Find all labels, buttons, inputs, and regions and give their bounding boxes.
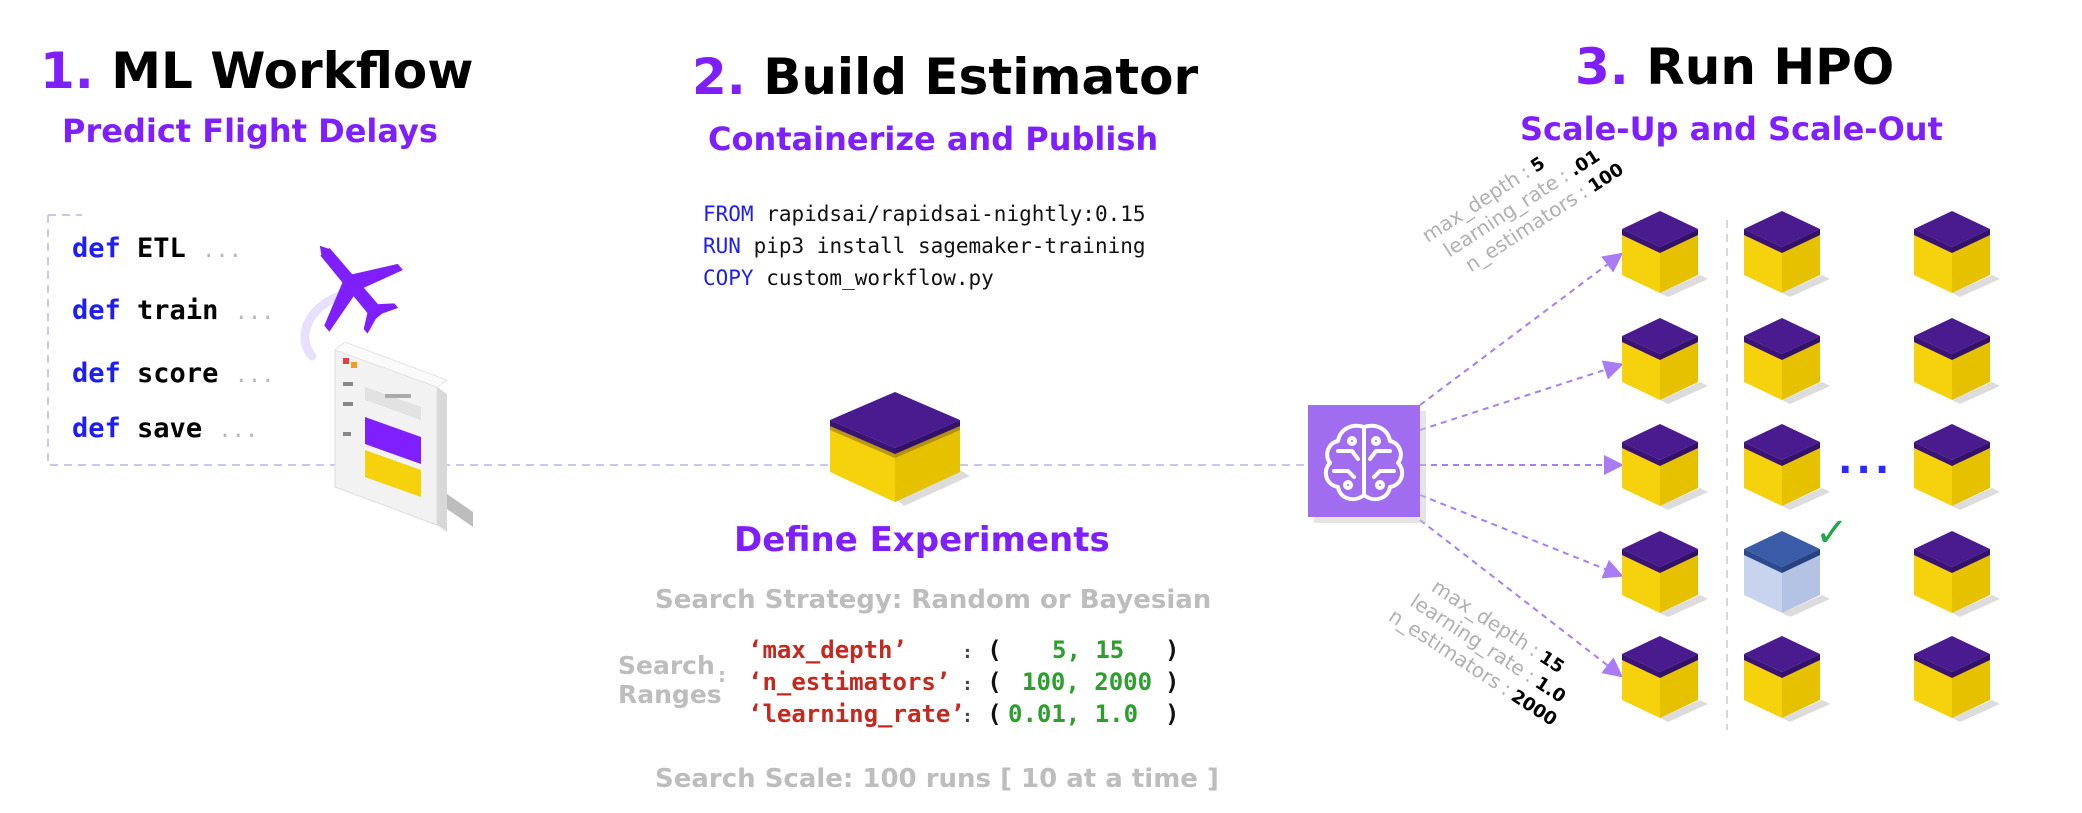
worker-cube-icon: [1914, 211, 2000, 297]
sagemaker-brain-icon: [1308, 405, 1426, 523]
worker-cube-icon: [1914, 636, 2000, 722]
step2-number: 2.: [692, 48, 746, 106]
worker-cube-icon: [1744, 211, 1830, 297]
server-rack-icon: [333, 342, 473, 532]
def-etl: def ETL ...: [72, 233, 242, 264]
range-close-paren: ): [1165, 668, 1180, 696]
range-n-estimators-value: 100, 2000: [1022, 668, 1153, 696]
range-close-paren: ): [1165, 700, 1180, 728]
search-ranges-label: Search Ranges: [618, 651, 722, 709]
airplane-icon: [300, 245, 403, 361]
range-row: ‘learning_rate’: [748, 700, 965, 728]
worker-cube-icon: [1622, 531, 1708, 617]
range-learning-rate-value: 0.01, 1.0: [1008, 700, 1139, 728]
range-max-depth-value: 5, 15: [1052, 636, 1125, 664]
range-row: ‘n_estimators’: [748, 668, 951, 696]
search-strategy: Search Strategy: Random or Bayesian: [655, 585, 1212, 615]
worker-cube-icon: [1914, 424, 2000, 510]
step1-number: 1.: [40, 42, 94, 100]
step2-subtitle: Containerize and Publish: [708, 120, 1159, 158]
range-value: : (: [962, 668, 1002, 696]
dockerfile-snippet: FROM rapidsai/rapidsai-nightly:0.15 RUN …: [703, 198, 1146, 294]
step3-title: Run HPO: [1646, 38, 1895, 96]
worker-cube-icon: [1744, 636, 1830, 722]
def-train: def train ...: [72, 295, 275, 326]
step2-title: Build Estimator: [763, 48, 1199, 106]
best-model-checkmark-icon: ✓: [1815, 510, 1849, 556]
search-scale: Search Scale: 100 runs [ 10 at a time ]: [655, 764, 1219, 794]
step3-heading: 3. Run HPO: [1575, 38, 1894, 96]
experiments-title: Define Experiments: [734, 520, 1110, 560]
worker-cube-icon: [1744, 424, 1830, 510]
step2-heading: 2. Build Estimator: [692, 48, 1198, 106]
worker-cube-icon: [1622, 318, 1708, 404]
range-value: : (: [962, 700, 1002, 728]
more-workers-ellipsis: ...: [1838, 438, 1894, 482]
step1-title: ML Workflow: [111, 42, 474, 100]
step1-subtitle: Predict Flight Delays: [62, 112, 438, 150]
estimator-container-cube-icon: [830, 392, 970, 506]
dockerfile-line: RUN pip3 install sagemaker-training: [703, 234, 1146, 258]
range-close-paren: ): [1165, 636, 1180, 664]
range-value: : (: [962, 636, 1002, 664]
worker-cube-icon: [1914, 531, 2000, 617]
worker-cube-icon: [1914, 318, 2000, 404]
dockerfile-line: COPY custom_workflow.py: [703, 266, 994, 290]
worker-cube-icon: [1744, 318, 1830, 404]
best-model-cube-icon: [1744, 531, 1830, 617]
range-row: ‘max_depth’: [748, 636, 907, 664]
search-ranges-colon: :: [718, 663, 726, 687]
worker-cube-icon: [1622, 211, 1708, 297]
dockerfile-line: FROM rapidsai/rapidsai-nightly:0.15: [703, 202, 1146, 226]
def-save: def save ...: [72, 413, 259, 444]
step1-heading: 1. ML Workflow: [40, 42, 473, 100]
step3-subtitle: Scale-Up and Scale-Out: [1520, 110, 1943, 148]
def-score: def score ...: [72, 358, 275, 389]
worker-cube-icon: [1622, 636, 1708, 722]
step3-number: 3.: [1575, 38, 1629, 96]
worker-cube-icon: [1622, 424, 1708, 510]
